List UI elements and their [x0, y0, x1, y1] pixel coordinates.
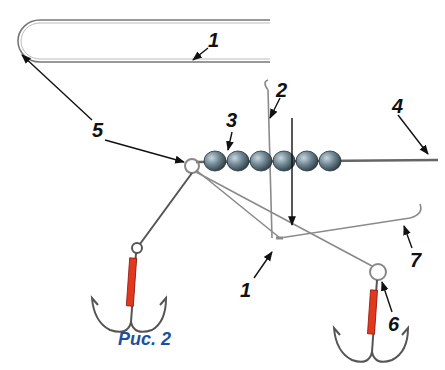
hairpin-wire [18, 20, 270, 62]
left-eye [185, 159, 199, 173]
callout-number: 4 [392, 96, 403, 116]
treble-hook [334, 280, 408, 362]
callout-number: 7 [410, 250, 421, 270]
rig-wires [196, 80, 421, 266]
callout-number: 5 [92, 120, 103, 140]
ring [370, 264, 386, 280]
callout-number: 1 [240, 280, 251, 300]
treble-hook [92, 173, 192, 332]
bead-weights [204, 151, 341, 171]
callout-number: 6 [388, 314, 399, 334]
callout-number: 2 [276, 80, 287, 100]
figure-caption: Рис. 2 [118, 330, 171, 348]
leader-lines [22, 48, 428, 312]
callout-number: 1 [208, 30, 219, 50]
callout-number: 3 [226, 110, 237, 130]
